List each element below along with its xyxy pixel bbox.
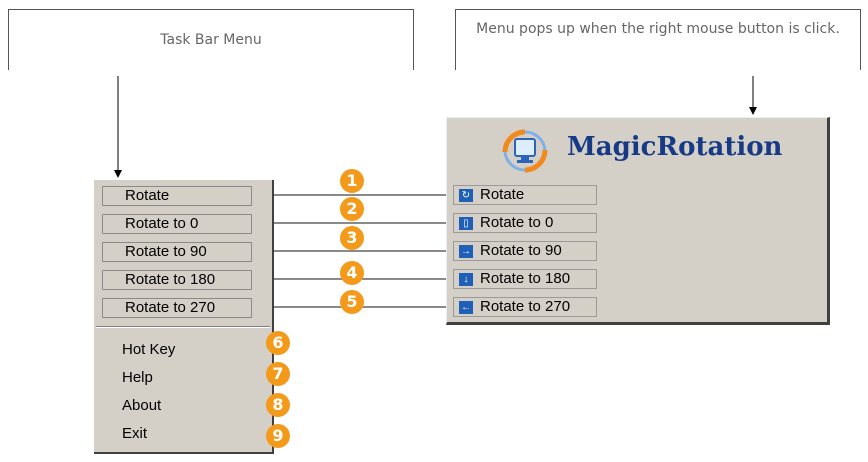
popup-item-label: Rotate to 90 [480, 242, 562, 259]
badge-1: 1 [340, 169, 364, 193]
badge-7: 7 [266, 362, 290, 386]
badge-9: 9 [266, 424, 290, 448]
rotate-icon: ↻ [459, 189, 473, 202]
callout-label: Menu pops up when the right mouse button… [476, 21, 840, 37]
menu-separator [96, 326, 270, 328]
badge-6: 6 [266, 331, 290, 355]
badge-4: 4 [340, 261, 364, 285]
badge-5: 5 [340, 290, 364, 314]
popup-item-label: Rotate [480, 186, 525, 203]
popup-item-rotate-90[interactable]: → Rotate to 90 [453, 241, 597, 261]
rotate-0-icon: ▯ [459, 217, 473, 230]
popup-item-rotate-180[interactable]: ↓ Rotate to 180 [453, 269, 597, 289]
menu-item-exit[interactable]: Exit [122, 425, 148, 442]
menu-item-about[interactable]: About [122, 397, 162, 414]
popup-item-rotate-0[interactable]: ▯ Rotate to 0 [453, 213, 597, 233]
magicrotation-popup-menu: MagicRotation ↻ Rotate ▯ Rotate to 0 → R… [446, 117, 830, 325]
menu-item-rotate-90[interactable]: Rotate to 90 [102, 242, 252, 262]
popup-item-label: Rotate to 270 [480, 298, 571, 315]
menu-item-rotate-270[interactable]: Rotate to 270 [102, 298, 252, 318]
rotate-180-icon: ↓ [459, 273, 473, 286]
callout-popup-menu: Menu pops up when the right mouse button… [455, 9, 861, 70]
callout-task-bar-menu: Task Bar Menu [8, 9, 414, 70]
menu-item-rotate-0[interactable]: Rotate to 0 [102, 214, 252, 234]
menu-item-rotate-180[interactable]: Rotate to 180 [102, 270, 252, 290]
popup-item-label: Rotate to 0 [480, 214, 554, 231]
badge-2: 2 [340, 197, 364, 221]
badge-8: 8 [266, 393, 290, 417]
menu-item-help[interactable]: Help [122, 369, 153, 386]
popup-item-rotate-270[interactable]: ← Rotate to 270 [453, 297, 597, 317]
menu-item-hot-key[interactable]: Hot Key [122, 341, 176, 358]
popup-item-label: Rotate to 180 [480, 270, 571, 287]
popup-item-rotate[interactable]: ↻ Rotate [453, 185, 597, 205]
menu-item-rotate[interactable]: Rotate [102, 186, 252, 206]
magicrotation-title: MagicRotation [567, 132, 783, 162]
rotate-270-icon: ← [459, 301, 473, 314]
callout-label: Task Bar Menu [160, 32, 262, 48]
rotate-90-icon: → [459, 245, 473, 258]
magicrotation-logo-icon [502, 129, 548, 173]
taskbar-menu: Rotate Rotate to 0 Rotate to 90 Rotate t… [94, 180, 274, 454]
badge-3: 3 [340, 226, 364, 250]
